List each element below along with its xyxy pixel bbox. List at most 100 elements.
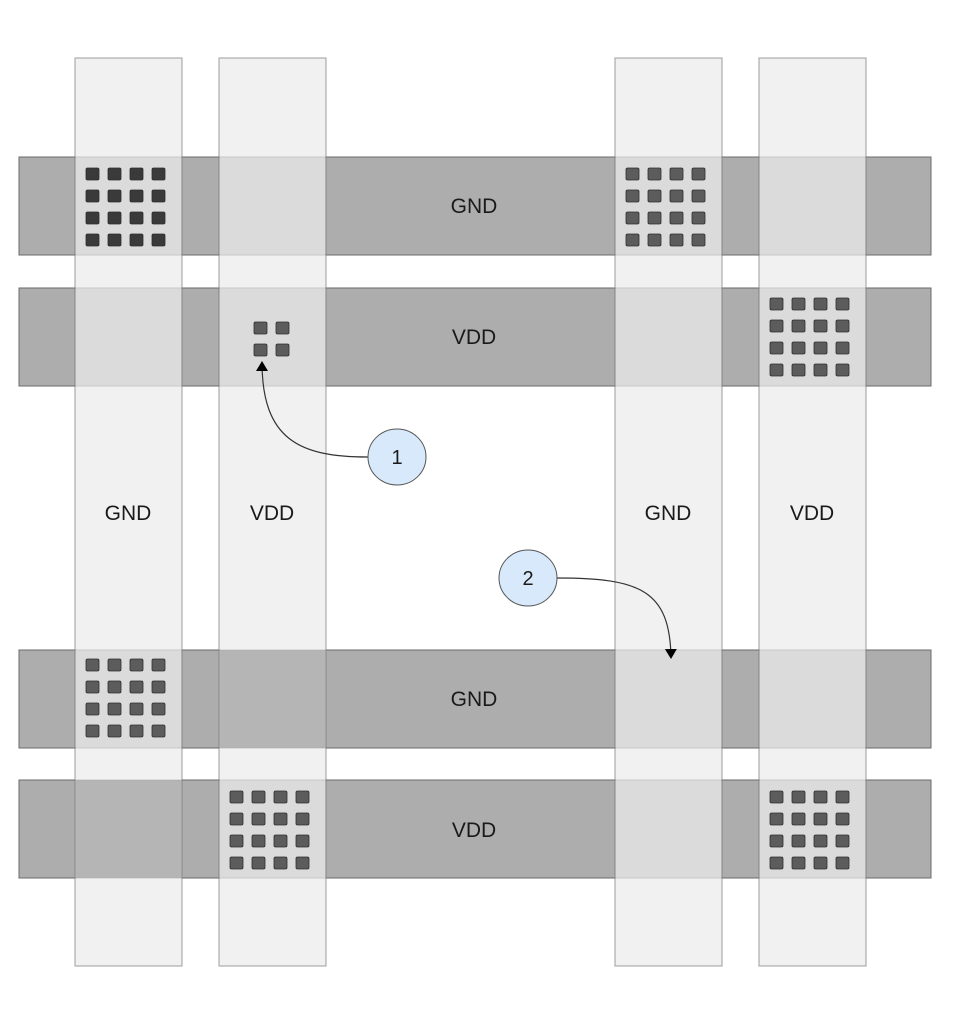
via — [835, 790, 850, 804]
via — [791, 834, 806, 848]
via — [253, 343, 268, 357]
via — [669, 211, 684, 225]
via — [791, 790, 806, 804]
via — [251, 856, 266, 870]
via — [273, 834, 288, 848]
via — [769, 834, 784, 848]
v-rail-label: GND — [105, 502, 152, 525]
via — [791, 297, 806, 311]
callout-arrows — [256, 361, 677, 659]
callout-1-arrow — [256, 361, 369, 458]
via — [647, 167, 662, 181]
h-rail-label: GND — [451, 195, 498, 218]
h-rail-label: VDD — [452, 326, 496, 349]
via — [85, 189, 100, 203]
via — [151, 189, 166, 203]
via — [229, 856, 244, 870]
via — [813, 790, 828, 804]
callout-1-label: 1 — [391, 447, 402, 469]
via — [835, 856, 850, 870]
via — [835, 319, 850, 333]
via — [295, 834, 310, 848]
overlap-tint — [219, 650, 326, 748]
via — [813, 297, 828, 311]
via — [275, 321, 290, 335]
via — [151, 658, 166, 672]
via — [835, 297, 850, 311]
via — [691, 189, 706, 203]
via — [835, 341, 850, 355]
via — [275, 343, 290, 357]
via — [85, 167, 100, 181]
via — [129, 724, 144, 738]
via — [625, 189, 640, 203]
via — [647, 189, 662, 203]
via — [251, 834, 266, 848]
via — [691, 211, 706, 225]
via — [647, 211, 662, 225]
overlap-tint — [75, 780, 182, 878]
h-rail-label: VDD — [452, 819, 496, 842]
via — [791, 319, 806, 333]
via — [625, 167, 640, 181]
via — [107, 658, 122, 672]
via — [107, 167, 122, 181]
via — [251, 812, 266, 826]
via — [295, 812, 310, 826]
via — [813, 341, 828, 355]
via — [691, 167, 706, 181]
via — [107, 189, 122, 203]
via — [229, 790, 244, 804]
via — [669, 233, 684, 247]
via — [791, 856, 806, 870]
via — [129, 233, 144, 247]
via — [129, 658, 144, 672]
via — [813, 856, 828, 870]
via — [769, 363, 784, 377]
via — [791, 812, 806, 826]
overlap-tints — [75, 650, 326, 878]
via — [129, 211, 144, 225]
via — [295, 856, 310, 870]
via — [107, 680, 122, 694]
via — [151, 702, 166, 716]
callout-2: 2 — [498, 549, 558, 607]
via — [625, 233, 640, 247]
h-rail-label: GND — [451, 688, 498, 711]
via — [273, 856, 288, 870]
via — [273, 812, 288, 826]
via — [813, 363, 828, 377]
via — [151, 724, 166, 738]
via — [769, 319, 784, 333]
via — [85, 680, 100, 694]
via — [691, 233, 706, 247]
via — [273, 790, 288, 804]
via — [253, 321, 268, 335]
callout-1-bubble — [367, 428, 427, 486]
via — [791, 363, 806, 377]
via — [669, 189, 684, 203]
via — [129, 189, 144, 203]
via — [229, 834, 244, 848]
via-arrays — [85, 167, 850, 870]
via — [107, 211, 122, 225]
via — [85, 658, 100, 672]
via — [769, 297, 784, 311]
via — [769, 856, 784, 870]
via — [129, 167, 144, 181]
via — [791, 341, 806, 355]
v-rail-gnd-right — [614, 57, 723, 967]
via — [625, 211, 640, 225]
via — [835, 363, 850, 377]
via — [835, 834, 850, 848]
via — [813, 319, 828, 333]
via — [229, 812, 244, 826]
via — [669, 167, 684, 181]
via — [107, 233, 122, 247]
via — [251, 790, 266, 804]
v-rail-label: GND — [645, 502, 692, 525]
v-rail-label: VDD — [790, 502, 834, 525]
via — [151, 211, 166, 225]
via — [107, 724, 122, 738]
